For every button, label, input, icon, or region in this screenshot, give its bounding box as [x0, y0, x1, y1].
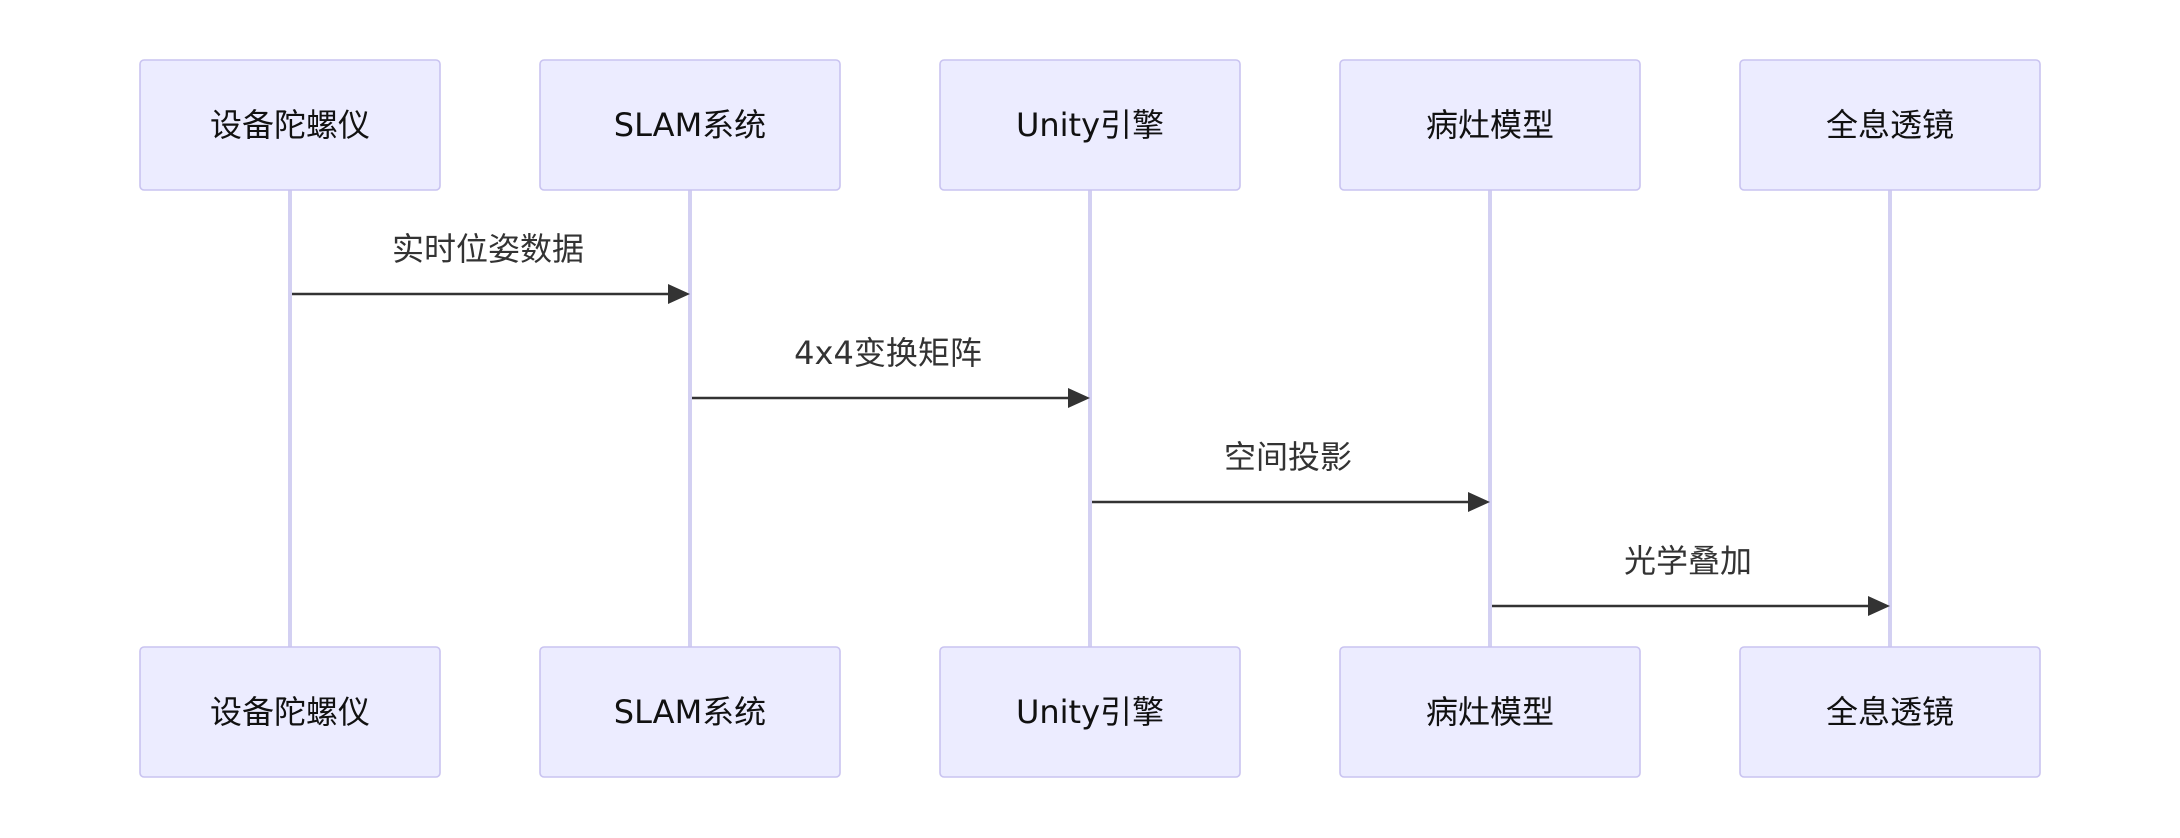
message-label: 空间投影 [1224, 438, 1352, 476]
actors-bottom: 设备陀螺仪 SLAM系统 Unity引擎 病灶模型 全息透镜 [139, 646, 2041, 778]
actor-label: 全息透镜 [1826, 693, 1954, 731]
actor-bottom-lesion: 病灶模型 [1339, 646, 1641, 778]
actor-label: Unity引擎 [1016, 693, 1164, 731]
actor-box [1739, 646, 2041, 778]
message-label: 实时位姿数据 [392, 230, 584, 268]
message-3: 空间投影 [1092, 438, 1490, 512]
actor-top-lesion: 病灶模型 [1339, 59, 1641, 191]
actor-box [939, 59, 1241, 191]
actor-label: 病灶模型 [1426, 693, 1554, 731]
actor-top-slam: SLAM系统 [539, 59, 841, 191]
message-4: 光学叠加 [1492, 542, 1890, 616]
message-1: 实时位姿数据 [292, 230, 690, 304]
actor-box [1339, 646, 1641, 778]
actor-box [139, 59, 441, 191]
actor-label: 病灶模型 [1426, 106, 1554, 144]
actor-box [1739, 59, 2041, 191]
message-arrowhead [1068, 388, 1090, 408]
actor-label: 全息透镜 [1826, 106, 1954, 144]
message-label: 4x4变换矩阵 [794, 334, 982, 372]
message-2: 4x4变换矩阵 [692, 334, 1090, 408]
actor-box [139, 646, 441, 778]
message-arrowhead [668, 284, 690, 304]
actor-label: 设备陀螺仪 [210, 693, 370, 731]
message-arrowhead [1468, 492, 1490, 512]
actor-box [539, 646, 841, 778]
actor-top-lens: 全息透镜 [1739, 59, 2041, 191]
actor-bottom-lens: 全息透镜 [1739, 646, 2041, 778]
actor-label: SLAM系统 [614, 106, 766, 144]
messages: 实时位姿数据 4x4变换矩阵 空间投影 光学叠加 [292, 230, 1890, 616]
actor-box [939, 646, 1241, 778]
actor-bottom-gyro: 设备陀螺仪 [139, 646, 441, 778]
actor-label: Unity引擎 [1016, 106, 1164, 144]
message-arrowhead [1868, 596, 1890, 616]
actor-label: 设备陀螺仪 [210, 106, 370, 144]
actors-top: 设备陀螺仪 SLAM系统 Unity引擎 病灶模型 全息透镜 [139, 59, 2041, 191]
actor-box [1339, 59, 1641, 191]
lifelines [288, 190, 1892, 647]
actor-top-unity: Unity引擎 [939, 59, 1241, 191]
actor-bottom-unity: Unity引擎 [939, 646, 1241, 778]
message-label: 光学叠加 [1624, 542, 1752, 580]
actor-label: SLAM系统 [614, 693, 766, 731]
actor-bottom-slam: SLAM系统 [539, 646, 841, 778]
actor-top-gyro: 设备陀螺仪 [139, 59, 441, 191]
actor-box [539, 59, 841, 191]
